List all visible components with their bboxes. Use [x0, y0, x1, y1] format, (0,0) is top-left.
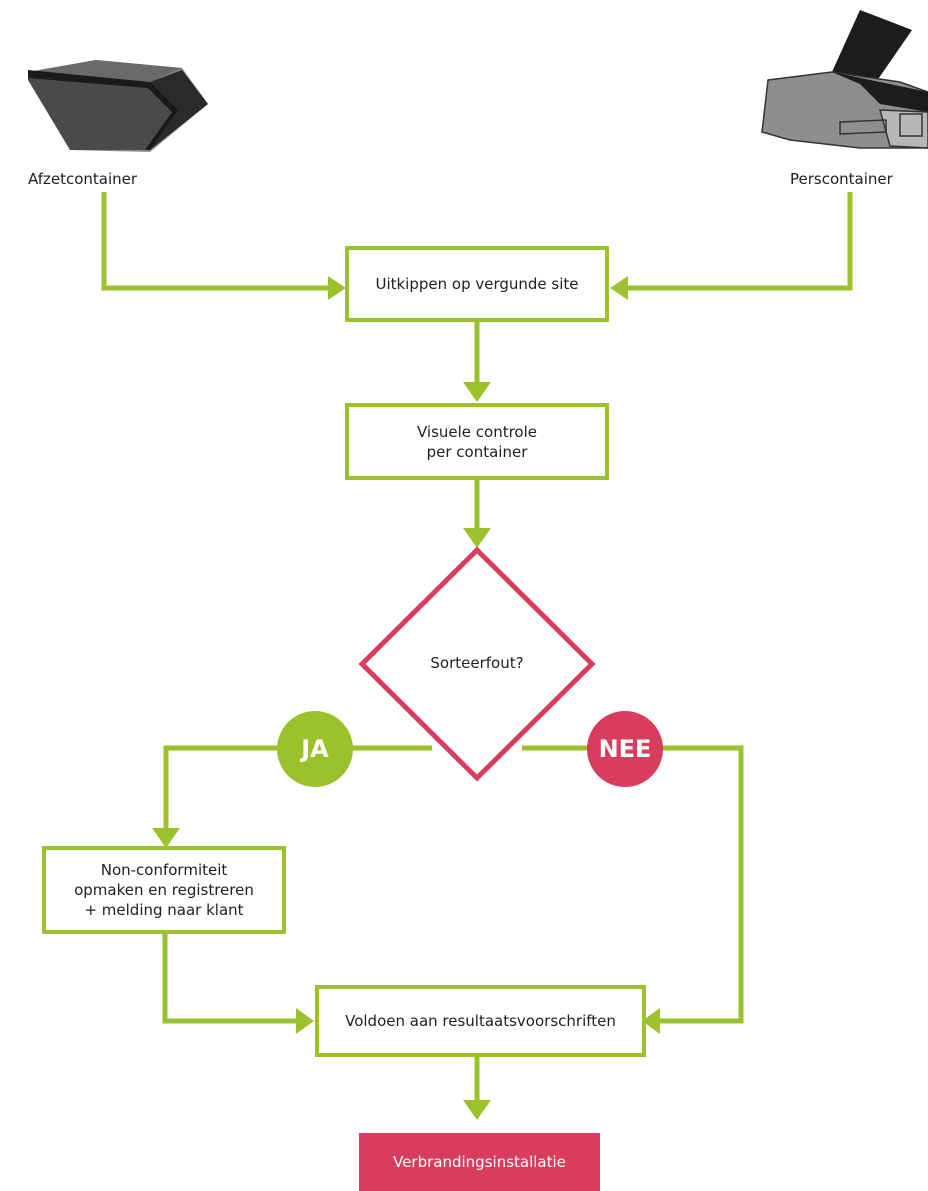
badge-yes: JA: [277, 711, 353, 787]
step-inspect-line2: per container: [426, 442, 528, 461]
badge-no: NEE: [587, 711, 663, 787]
decision-diamond: [358, 546, 596, 782]
decision-label: Sorteerfout?: [430, 654, 524, 672]
final-incinerator-label: Verbrandingsinstallatie: [393, 1153, 566, 1171]
step-dump: Uitkippen op vergunde site: [345, 246, 609, 322]
step-inspect: Visuele controle per container: [345, 403, 609, 480]
skip-container-icon: [28, 60, 208, 152]
final-incinerator: Verbrandingsinstallatie: [359, 1133, 600, 1191]
source-label-perscontainer: Perscontainer: [790, 170, 893, 188]
arrowheads: [152, 276, 660, 1120]
step-comply: Voldoen aan resultaatsvoorschriften: [315, 985, 646, 1057]
connectors: [101, 192, 853, 1102]
step-inspect-line1: Visuele controle: [416, 422, 538, 441]
step-nonconformity: Non-conformiteit opmaken en registreren …: [42, 846, 286, 934]
step-nonconformity-line2: opmaken en registreren: [74, 881, 254, 899]
source-label-afzetcontainer: Afzetcontainer: [28, 170, 138, 188]
step-nonconformity-line3: + melding naar klant: [84, 901, 244, 919]
step-nonconformity-line1: Non-conformiteit: [100, 861, 228, 879]
step-dump-label: Uitkippen op vergunde site: [375, 275, 579, 293]
step-comply-label: Voldoen aan resultaatsvoorschriften: [345, 1012, 616, 1030]
press-container-icon: [761, 10, 928, 149]
